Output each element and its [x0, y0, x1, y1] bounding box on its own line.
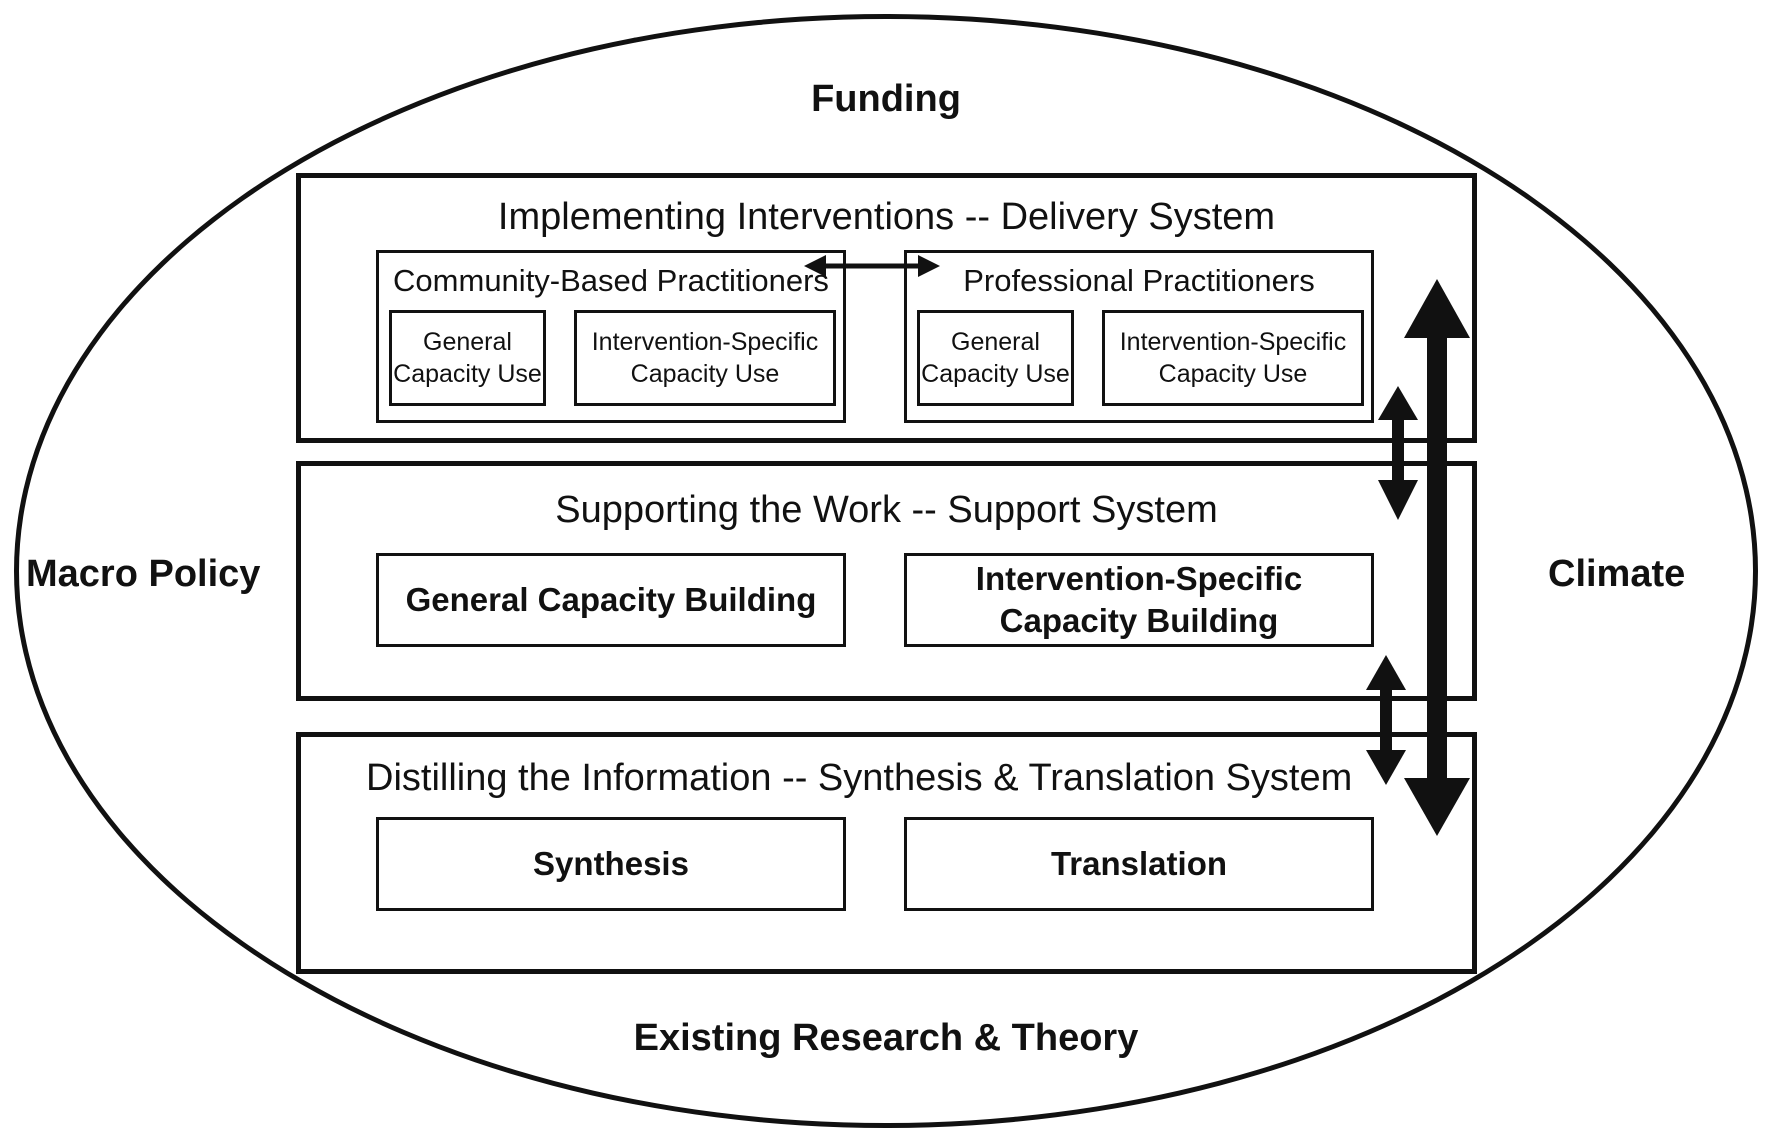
delivery-system-title: Implementing Interventions -- Delivery S… — [497, 196, 1276, 238]
label-existing-research: Existing Research & Theory — [633, 1017, 1139, 1059]
label-climate: Climate — [1548, 553, 1686, 595]
general-capacity-building-box: General Capacity Building — [376, 553, 846, 647]
label-macro-policy: Macro Policy — [26, 553, 261, 595]
context-ellipse — [14, 14, 1758, 1128]
large-vertical-double-arrow-icon — [1404, 279, 1470, 836]
support-system-title: Supporting the Work -- Support System — [555, 489, 1218, 531]
community-practitioners-title: Community-Based Practitioners — [393, 263, 829, 298]
practitioners-double-arrow-icon — [804, 255, 940, 277]
synthesis-translation-system-title: Distilling the Information -- Synthesis … — [366, 757, 1353, 799]
label-funding: Funding — [811, 78, 961, 120]
support-synthesis-double-arrow-icon — [1366, 655, 1406, 785]
delivery-support-double-arrow-icon — [1378, 386, 1418, 520]
synthesis-box: Synthesis — [376, 817, 846, 911]
translation-box: Translation — [904, 817, 1374, 911]
professional-practitioners-title: Professional Practitioners — [963, 263, 1315, 298]
